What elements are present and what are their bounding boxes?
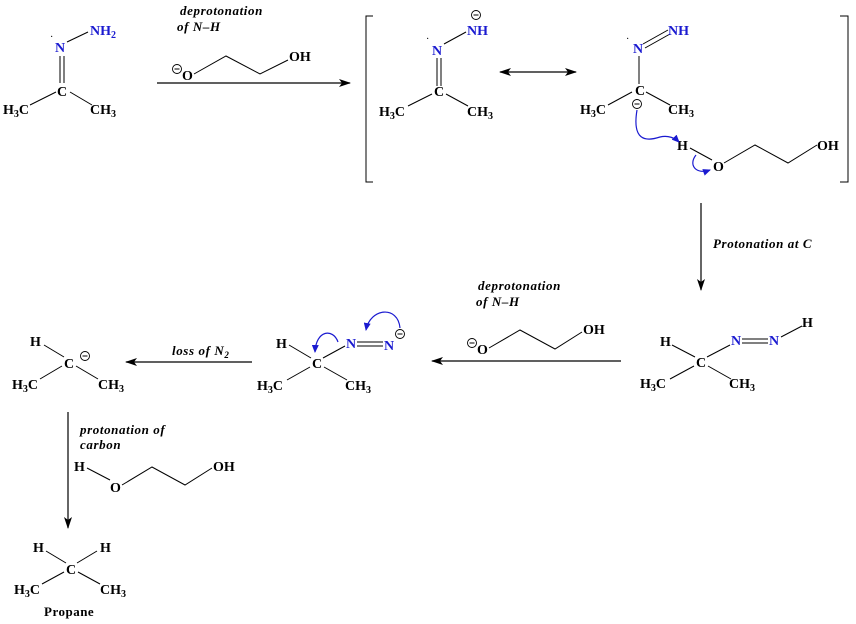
methyl-left: H3C <box>3 103 29 120</box>
atom-oh: OH <box>583 323 605 338</box>
step2-protonation: Protonation at C <box>697 203 812 291</box>
methyl-left: H3C <box>12 378 38 395</box>
step4-loss-of-n2: loss of N2 <box>125 343 252 366</box>
methyl-right: CH3 <box>467 105 493 122</box>
atom-h: H <box>660 335 671 350</box>
methyl-right: CH3 <box>345 379 371 396</box>
methyl-right: CH3 <box>90 103 116 120</box>
methyl-left: H3C <box>257 379 283 396</box>
step3-deprotonation: deprotonation of N–H O OH <box>431 278 621 365</box>
atom-h: H <box>30 335 41 350</box>
atom-n: N <box>432 44 442 59</box>
step1-label-line1: deprotonation <box>180 3 263 18</box>
propane: H C H H3C CH3 Propane <box>14 541 126 619</box>
atom-o: O <box>477 343 488 358</box>
lone-pair-dot: · <box>50 32 53 43</box>
step2-label: Protonation at C <box>713 236 812 251</box>
isopropyl-carbanion: H C H3C CH3 <box>12 335 124 395</box>
atom-c: C <box>57 85 67 100</box>
atom-nh: NH <box>467 24 488 39</box>
atom-h: H <box>100 541 111 556</box>
atom-nh2: NH2 <box>90 24 116 41</box>
step1-deprotonation: deprotonation of N–H O OH <box>157 3 351 87</box>
alkyl-diazenide-anion: H C N N H3C CH3 <box>257 311 405 396</box>
atom-n: N <box>384 339 394 354</box>
atom-n: N <box>346 337 356 352</box>
atom-h: H <box>74 460 85 475</box>
step3-label-line2: of N–H <box>476 294 520 309</box>
curly-arrow-icon <box>311 332 339 353</box>
acetone-hydrazone: N · NH2 C H3C CH3 <box>3 24 116 120</box>
atom-c: C <box>696 356 706 371</box>
atom-h: H <box>802 316 813 331</box>
atom-o: O <box>110 481 121 496</box>
methyl-left: H3C <box>14 583 40 600</box>
methyl-right: CH3 <box>100 583 126 600</box>
atom-oh: OH <box>817 139 839 154</box>
atom-o: O <box>713 160 724 175</box>
step3-label-line1: deprotonation <box>478 278 561 293</box>
step5-protonation: protonation of carbon H O OH <box>64 412 235 529</box>
curly-arrow-icon <box>635 109 680 143</box>
atom-o: O <box>182 69 193 84</box>
atom-c: C <box>312 357 322 372</box>
atom-h: H <box>677 139 688 154</box>
atom-c: C <box>64 357 74 372</box>
atom-h: H <box>276 337 287 352</box>
product-name: Propane <box>44 604 94 619</box>
curly-arrow-icon <box>363 311 401 331</box>
atom-c: C <box>635 84 645 99</box>
methyl-right: CH3 <box>98 378 124 395</box>
resonance-bracket <box>365 15 849 183</box>
atom-oh: OH <box>289 50 311 65</box>
atom-n: N <box>731 334 741 349</box>
atom-n: N <box>769 334 779 349</box>
step1-label-line2: of N–H <box>177 19 221 34</box>
methyl-left: H3C <box>640 377 666 394</box>
step4-label: loss of N2 <box>172 343 229 360</box>
atom-c: C <box>434 85 444 100</box>
atom-nh: NH <box>668 24 689 39</box>
step5-label-line1: protonation of <box>79 422 166 437</box>
atom-oh: OH <box>213 460 235 475</box>
lone-pair-dot: · <box>626 34 629 45</box>
alkyl-diazene: H C N N H H3C CH3 <box>640 316 813 394</box>
atom-n: N <box>55 41 65 56</box>
methyl-right: CH3 <box>668 103 694 120</box>
hydrazone-anion-b: · N NH C H3C CH3 H O OH <box>580 24 839 176</box>
atom-n: N <box>633 42 643 57</box>
methyl-left: H3C <box>379 105 405 122</box>
step5-label-line2: carbon <box>80 437 121 452</box>
atom-h: H <box>33 541 44 556</box>
methyl-right: CH3 <box>729 377 755 394</box>
curly-arrow-icon <box>692 154 711 176</box>
hydrazone-anion-a: NH · N C H3C CH3 <box>379 10 493 122</box>
atom-c: C <box>66 563 76 578</box>
lone-pair-dot: · <box>426 34 429 45</box>
methyl-left: H3C <box>580 103 606 120</box>
